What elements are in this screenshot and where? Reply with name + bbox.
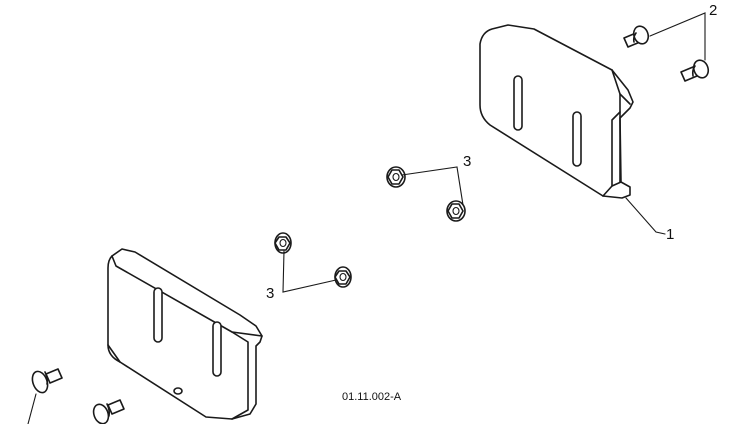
carriage-bolt-upper-2 <box>680 59 710 82</box>
hole <box>173 387 183 395</box>
slot <box>153 287 163 343</box>
skid-shoe-upper <box>479 24 634 199</box>
slot <box>572 111 582 167</box>
leader-lines <box>27 12 706 424</box>
flange-nut-lower-1 <box>274 232 292 254</box>
flange-nut-upper-1 <box>386 166 406 188</box>
flange-nut-upper-2 <box>446 200 466 222</box>
slot <box>513 75 523 131</box>
callout-part-1: 1 <box>666 226 674 243</box>
carriage-bolt-lower-1 <box>31 368 63 394</box>
callout-part-2: 2 <box>709 2 717 19</box>
flange-nut-lower-2 <box>334 266 352 288</box>
carriage-bolt-lower-2 <box>92 399 125 424</box>
skid-shoe-lower <box>107 248 263 420</box>
slot <box>212 321 222 377</box>
figure-code: 01.11.002-A <box>342 391 402 403</box>
callout-part-3-lower: 3 <box>266 285 274 302</box>
carriage-bolt-upper-1 <box>623 25 650 48</box>
callout-part-3-upper: 3 <box>463 153 471 170</box>
